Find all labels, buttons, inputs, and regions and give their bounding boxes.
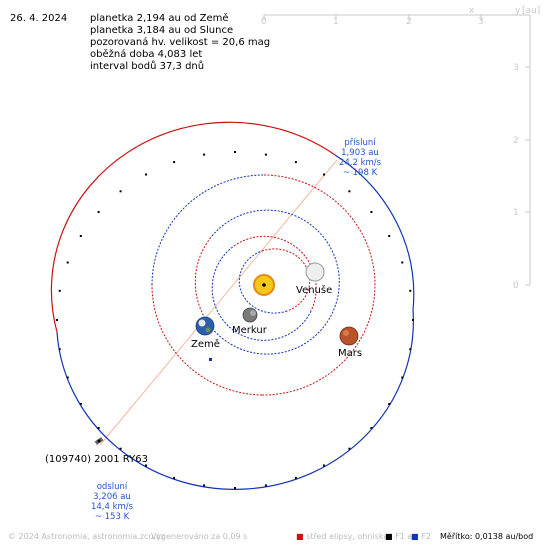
mercury-orbit xyxy=(238,248,311,314)
perihelion-distance: 1,903 au xyxy=(341,148,379,158)
scale-label: Měřítko: 0,0138 au/bod xyxy=(440,532,534,541)
orbit-marker xyxy=(209,358,212,361)
legend-f1-text: F1 a xyxy=(395,532,413,541)
orbit-point xyxy=(348,447,351,450)
orbit-point xyxy=(388,235,391,237)
generated-time: Vygenerováno za 0,09 s xyxy=(151,532,248,541)
orbit-point xyxy=(401,261,404,264)
perihelion-temp: ~ 198 K xyxy=(342,168,378,178)
orbit-point xyxy=(119,190,122,193)
orbit-point xyxy=(264,484,267,487)
orbit-point xyxy=(79,403,82,405)
orbit-point xyxy=(370,211,373,213)
legend-focus-1: ■ F1 a xyxy=(385,532,412,541)
y-axis-label: y xyxy=(515,6,521,16)
orbit-point xyxy=(66,376,69,379)
orbit-point xyxy=(145,464,147,467)
orbit-point xyxy=(58,348,61,351)
perihelion-speed: 24,2 km/s xyxy=(338,158,382,168)
orbit-point xyxy=(234,151,236,153)
aphelion-speed: 14,4 km/s xyxy=(90,502,134,512)
asteroid-label: (109740) 2001 RY63 xyxy=(45,454,148,465)
orbit-point xyxy=(409,289,412,292)
orbit-point xyxy=(294,161,297,164)
copyright-text: © 2024 Astronomia, astronomia.zcu.cz xyxy=(8,532,165,541)
legend-f2-text: F2 xyxy=(421,532,431,541)
x-tick-label-0: 0 xyxy=(261,17,267,27)
x-tick-label-2: 2 xyxy=(406,17,412,27)
orbit-point xyxy=(56,319,58,321)
info-earth-distance: planetka 2,194 au od Země xyxy=(90,13,229,24)
mercury-label: Merkur xyxy=(232,325,267,336)
orbit-point xyxy=(323,464,325,467)
earth-label: Země xyxy=(191,339,220,350)
axis-group xyxy=(263,14,531,286)
info-sun-distance: planetka 3,184 au od Slunce xyxy=(90,25,234,36)
orbit-point xyxy=(145,173,147,176)
date-label: 26. 4. 2024 xyxy=(10,13,68,24)
x-axis-label: x xyxy=(469,6,475,16)
asteroid-orbit-points xyxy=(56,151,414,489)
earth-planet xyxy=(195,316,215,336)
orbit-point xyxy=(203,153,206,156)
aphelion-distance: 3,206 au xyxy=(93,492,131,502)
orbit-point xyxy=(97,427,100,429)
x-tick-label-3: 3 xyxy=(478,17,484,27)
info-period: oběžná doba 4,083 let xyxy=(90,49,203,60)
orbit-point xyxy=(294,476,297,479)
legend-focus-2: ■ F2 xyxy=(411,532,431,541)
venus-orbit xyxy=(211,235,317,341)
orbit-point xyxy=(348,190,351,193)
orbit-point xyxy=(66,261,69,264)
info-magnitude: pozorovaná hv. velikost = 20,6 mag xyxy=(90,37,271,48)
mars-planet xyxy=(339,326,359,346)
perihelion-label: přísluní 1,903 au 24,2 km/s ~ 198 K xyxy=(330,138,390,178)
orbit-point xyxy=(370,427,373,429)
mars-label: Mars xyxy=(338,348,363,359)
mars-orbit xyxy=(151,174,376,396)
orbit-point xyxy=(234,487,236,489)
x-tick-label-1: 1 xyxy=(333,17,339,27)
orbit-point xyxy=(264,153,267,156)
sun xyxy=(253,274,275,296)
aphelion-temp: ~ 153 K xyxy=(94,512,130,522)
mercury-planet xyxy=(242,307,258,323)
orbit-point xyxy=(97,211,100,213)
legend-f2-marker: ■ xyxy=(411,532,419,541)
y-tick-label-3: 3 xyxy=(513,63,519,73)
legend-f1-marker: ■ xyxy=(385,532,393,541)
legend-center-text: střed elipsy, ohniska xyxy=(306,532,389,541)
info-panel: planetka 2,194 au od Země planetka 3,184… xyxy=(90,13,270,73)
aphelion-label: odsluní 3,206 au 14,4 km/s ~ 153 K xyxy=(82,482,142,522)
perihelion-title: přísluní xyxy=(344,138,376,148)
venus-planet xyxy=(305,262,325,282)
y-tick-label-0: 0 xyxy=(513,281,519,291)
info-point-interval: interval bodů 37,3 dnů xyxy=(90,61,205,72)
orbit-point xyxy=(79,235,82,237)
legend-center-marker: ■ xyxy=(296,532,304,541)
orbit-point xyxy=(388,403,391,405)
aphelion-title: odsluní xyxy=(96,482,128,492)
orbit-point xyxy=(203,484,206,487)
apsidal-line xyxy=(99,159,338,446)
legend-ellipse-center: ■ střed elipsy, ohniska xyxy=(296,532,388,541)
orbit-point xyxy=(412,319,414,321)
asteroid-orbit xyxy=(50,121,415,490)
venus-label: Venuše xyxy=(296,285,333,296)
orbit-point xyxy=(173,161,176,164)
y-tick-label-1: 1 xyxy=(513,208,519,218)
orbit-point xyxy=(409,348,412,351)
orbit-point xyxy=(119,447,122,450)
orbit-point xyxy=(323,173,325,176)
orbit-point xyxy=(58,289,61,292)
y-tick-label-2: 2 xyxy=(513,136,519,146)
asteroid-marker xyxy=(94,437,104,445)
orbit-point xyxy=(401,376,404,379)
unit-label: [au] xyxy=(522,6,540,16)
orbit-point xyxy=(173,476,176,479)
